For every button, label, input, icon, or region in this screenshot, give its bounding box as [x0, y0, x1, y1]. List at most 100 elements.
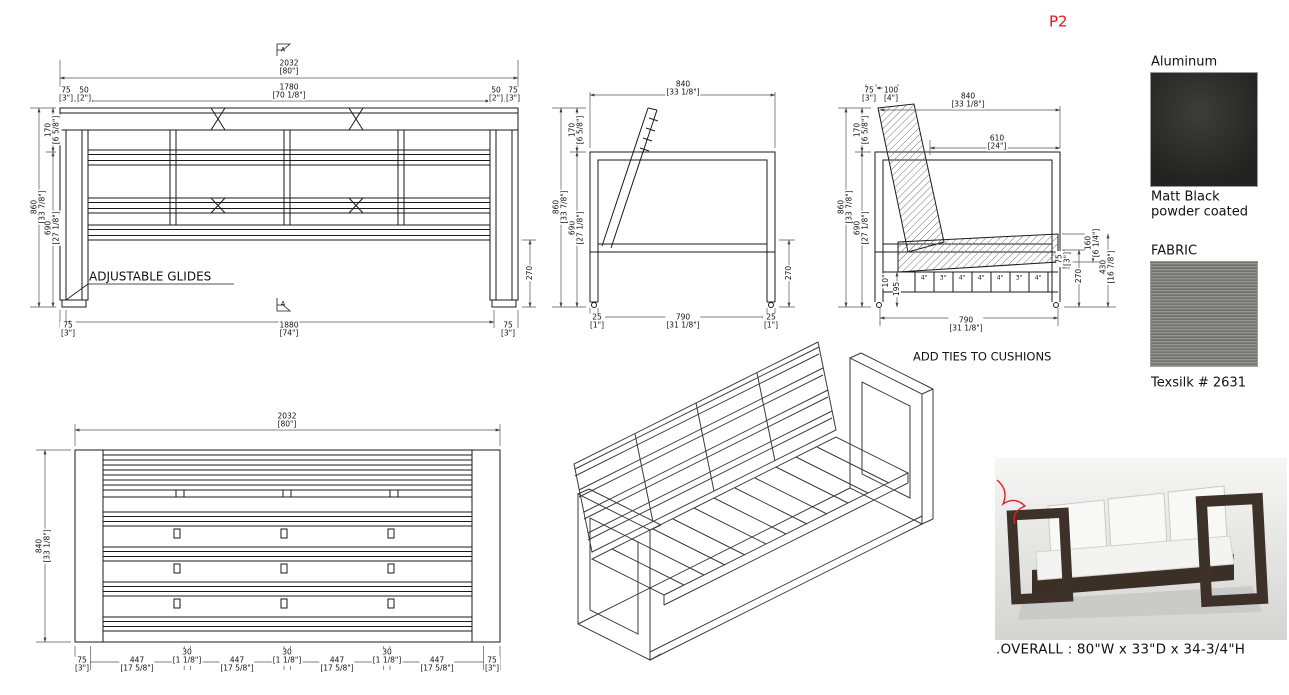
label-plan-dims-8: 30[1 1/8"]: [371, 647, 403, 666]
glides-leader-line: [65, 283, 234, 301]
render-red-scribble: [996, 479, 1027, 525]
label-section-seat_ticks-2: 4": [958, 274, 966, 282]
label-plan-dims-0: 2032[80"]: [276, 411, 298, 430]
dim-mm: 1780: [279, 82, 299, 92]
label-section-dims-11: 195: [891, 280, 902, 298]
dim-in: [80"]: [277, 420, 297, 429]
dim-mm: 75: [487, 655, 497, 665]
dim-mm: 840: [960, 91, 976, 101]
dim-in: [33 7/8"]: [560, 190, 569, 224]
dim-in: [74"]: [279, 329, 299, 338]
dim-mm: 30: [382, 647, 392, 657]
dim-in: [31 1/8"]: [666, 321, 700, 330]
dim-in: [1 1/8"]: [172, 656, 202, 665]
label-side-dims-2: 690[27 1/8"]: [568, 210, 586, 246]
label-section-seat_ticks-4: 4": [996, 274, 1004, 282]
iso-seat-slats: [611, 446, 890, 586]
dim-in: [17 5/8"]: [220, 664, 254, 673]
label-front-dims-1: 1780[70 1/8"]: [271, 82, 307, 101]
dim-in: [16 7/8"]: [1107, 250, 1116, 284]
dim-mm: 447: [429, 655, 445, 665]
label-plan-dims-5: 447[17 5/8"]: [219, 655, 255, 674]
dim-in: [31 1/8"]: [949, 324, 983, 333]
label-section-seat_ticks-0: 4": [920, 274, 928, 282]
dim-in: [17 5/8"]: [120, 664, 154, 673]
label-page-overall: .OVERALL : 80"W x 33"D x 34-3/4"H: [996, 641, 1246, 658]
dim-in: [27 1/8"]: [576, 211, 585, 245]
dim-in: [27 1/8"]: [52, 211, 61, 245]
dim-mm: 50: [79, 85, 89, 95]
label-plan-dims-2: 75[3"]: [73, 656, 91, 674]
label-side-dims-7: 25[1"]: [762, 313, 780, 331]
back-post: [601, 107, 658, 249]
label-plan-dims-7: 447[17 5/8"]: [319, 656, 355, 674]
dim-in: [4"]: [883, 94, 899, 103]
dim-mm: 50: [491, 85, 501, 95]
dim-in: [17 5/8"]: [320, 664, 354, 673]
dim-in: [1 1/8"]: [372, 656, 402, 665]
label-section-dims-0: 75[3"]: [860, 86, 878, 104]
label-plan-dims-6: 30[1 1/8"]: [271, 648, 303, 666]
label-side-dims-1: 170[6 5/8"]: [568, 114, 586, 146]
dim-mm: 195: [891, 281, 901, 297]
dim-in: [3"]: [58, 94, 74, 103]
label-plan-dims-9: 447[17 5/8"]: [419, 655, 455, 674]
label-section-dims-10: 75[3"]: [1055, 250, 1073, 268]
dim-in: [2"]: [76, 94, 92, 103]
dim-mm: 2032: [277, 411, 297, 421]
dim-in: [1"]: [589, 321, 605, 330]
dim-mm: 447: [229, 655, 245, 665]
label-front-dims-10: 1880[74"]: [278, 321, 300, 339]
dim-mm: 75: [503, 320, 513, 330]
dim-in: [3"]: [484, 664, 500, 673]
dim-in: [17 5/8"]: [420, 664, 454, 673]
label-plan-dims-3: 447[17 5/8"]: [119, 656, 155, 674]
webbing-ticks: [914, 272, 1049, 292]
section-flag-bottom: [276, 298, 292, 312]
label-front-dims-12: 75[3"]: [499, 320, 517, 339]
dim-mm: 75: [508, 85, 518, 95]
front-elevation-drawing: [59, 43, 519, 312]
label-section-dims-2: 840[33 1/8"]: [950, 91, 986, 110]
dim-in: [33 1/8"]: [951, 100, 985, 109]
label-section-dims-9: 270: [1073, 267, 1084, 285]
label-plan-dims-1: 840[33 1/8"]: [35, 528, 53, 564]
section-view-drawing: [874, 103, 1061, 308]
label-section-seat_ticks-5: 3": [1015, 274, 1023, 282]
label-side-dims-6: 790[31 1/8"]: [665, 313, 701, 331]
fabric-swatch: [1150, 261, 1258, 367]
label-section-dims-6: 690[27 1/8"]: [853, 210, 871, 246]
dim-mm: 75: [63, 320, 73, 330]
render-right-arm: [1195, 492, 1269, 608]
label-front-dims-11: 75[3"]: [59, 320, 77, 339]
iso-seat: [590, 436, 910, 606]
dim-mm: 2032: [279, 58, 299, 68]
dim-in: [2"]: [488, 94, 504, 103]
dim-in: [3"]: [1063, 251, 1072, 267]
label-materials-aluminum_label: Aluminum: [1151, 54, 1218, 70]
dim-mm: 840: [675, 79, 691, 89]
dim-in: [70 1/8"]: [272, 91, 306, 100]
label-front-section_marker: A: [280, 299, 286, 308]
label-section-dims-13: 10": [880, 273, 891, 289]
dim-mm: 10": [880, 274, 890, 288]
dim-mm: 270: [1073, 268, 1083, 284]
dim-in: [6 5/8"]: [861, 115, 870, 145]
label-front-dims-8: 690[27 1/8"]: [44, 210, 62, 246]
dim-in: [33 1/8"]: [666, 88, 700, 97]
label-materials-finish_line1: Matt Black: [1151, 189, 1220, 205]
label-front-section_marker: A: [280, 45, 286, 54]
dim-mm: 270: [783, 265, 793, 281]
label-materials-fabric_name: Texsilk # 2631: [1151, 375, 1246, 391]
label-side-dims-0: 840[33 1/8"]: [665, 79, 701, 98]
dim-in: [6 5/8"]: [576, 115, 585, 145]
dim-in: [3"]: [505, 94, 521, 103]
label-front-dims-5: 75[3"]: [504, 85, 522, 104]
dim-in: [24"]: [987, 142, 1007, 151]
dim-in: [3"]: [500, 329, 516, 338]
dim-mm: 270: [524, 265, 534, 281]
product-render: [995, 458, 1287, 640]
label-materials-finish_line2: powder coated: [1151, 204, 1248, 220]
